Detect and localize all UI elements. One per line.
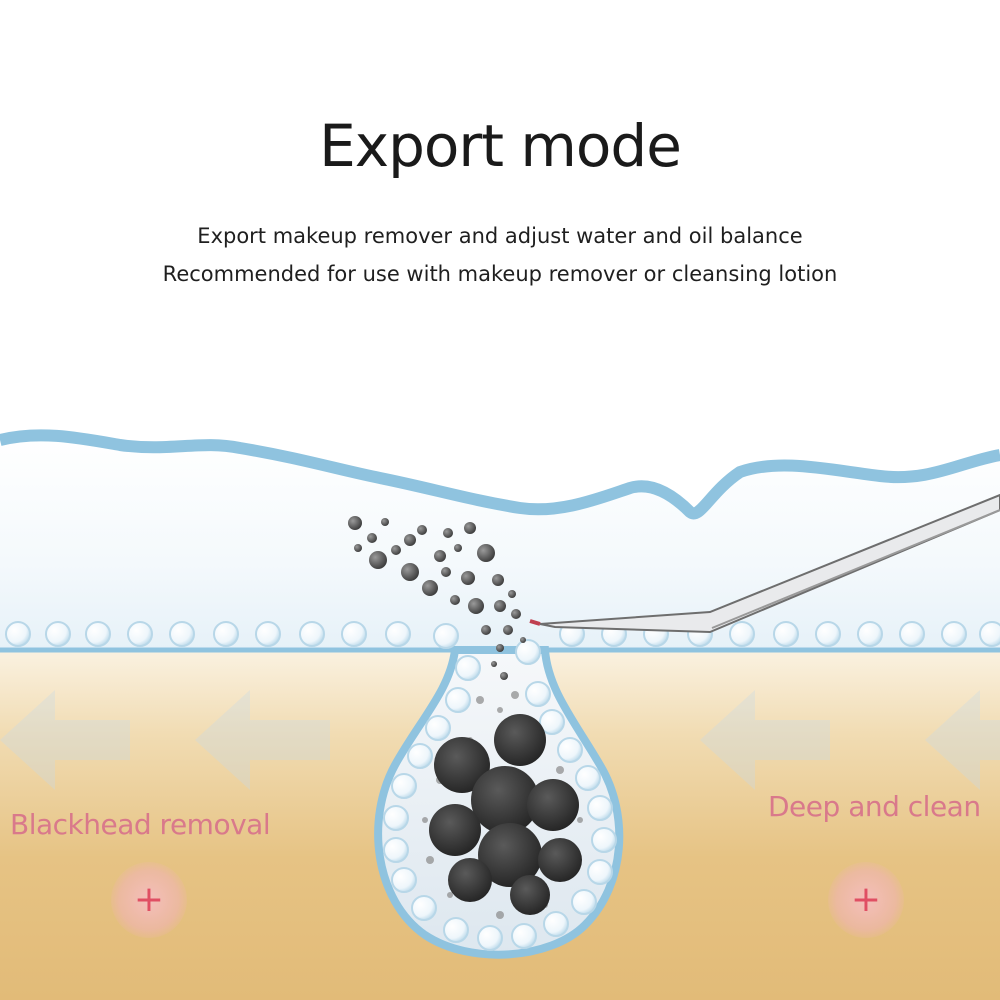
- label-deep-and-clean: Deep and clean: [768, 790, 981, 823]
- page-title: Export mode: [319, 112, 682, 180]
- pore-bubbles: [383, 655, 617, 951]
- plus-badge-right: +: [828, 862, 904, 938]
- label-blackhead-removal: Blackhead removal: [10, 808, 271, 841]
- rising-particles: [348, 516, 526, 680]
- blackhead-clumps: [429, 714, 582, 915]
- arrow-left-4-icon: [925, 690, 1000, 790]
- subtitle-line-2: Recommended for use with makeup remover …: [162, 262, 838, 286]
- subtitle-line-1: Export makeup remover and adjust water a…: [197, 224, 803, 248]
- arrow-left-2-icon: [195, 690, 330, 790]
- skin-surface-outline: [0, 429, 1000, 520]
- plus-badge-left: +: [111, 862, 187, 938]
- arrow-left-3-icon: [700, 690, 830, 790]
- arrow-left-1-icon: [0, 690, 130, 790]
- plus-icon: +: [850, 879, 882, 920]
- extraction-tool: [529, 493, 1000, 634]
- plus-icon: +: [133, 879, 165, 920]
